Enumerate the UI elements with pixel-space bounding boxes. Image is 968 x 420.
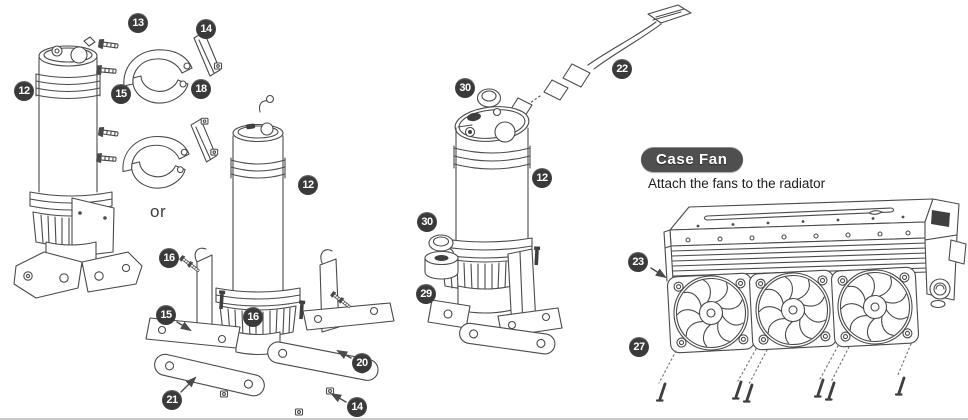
clamp-kit-bottom (96, 117, 219, 189)
fan-1 (666, 272, 756, 354)
callout-12: 12 (298, 175, 318, 195)
callout-30: 30 (455, 78, 475, 98)
callout-16: 16 (243, 307, 263, 327)
or-label: or (150, 202, 167, 221)
fan-screws (655, 343, 912, 403)
callout-14: 14 (196, 19, 216, 39)
callout-13: 13 (128, 13, 148, 33)
callout-arrows (176, 267, 667, 403)
reservoir-pump-center (424, 4, 692, 355)
callout-29: 29 (416, 284, 436, 304)
instruction-text: Attach the fans to the radiator (648, 176, 826, 191)
callout-22: 22 (612, 59, 632, 79)
callout-20: 20 (352, 353, 372, 373)
reservoir-pump-left (13, 36, 143, 299)
callout-15: 15 (111, 84, 131, 104)
callout-30: 30 (417, 212, 437, 232)
fan-3 (830, 266, 920, 348)
callout-14: 14 (347, 397, 367, 417)
callout-18: 18 (191, 79, 211, 99)
callout-27: 27 (629, 337, 649, 357)
callout-16: 16 (159, 248, 179, 268)
callout-12: 12 (532, 168, 552, 188)
callout-12: 12 (14, 81, 34, 101)
fan-2 (748, 269, 838, 351)
callout-15: 15 (156, 305, 176, 325)
callout-21: 21 (162, 390, 182, 410)
case-fan-badge: Case Fan (641, 147, 743, 172)
case-fans (666, 266, 920, 354)
reservoir-pump-alt-mount (145, 94, 395, 416)
callout-23: 23 (628, 252, 648, 272)
